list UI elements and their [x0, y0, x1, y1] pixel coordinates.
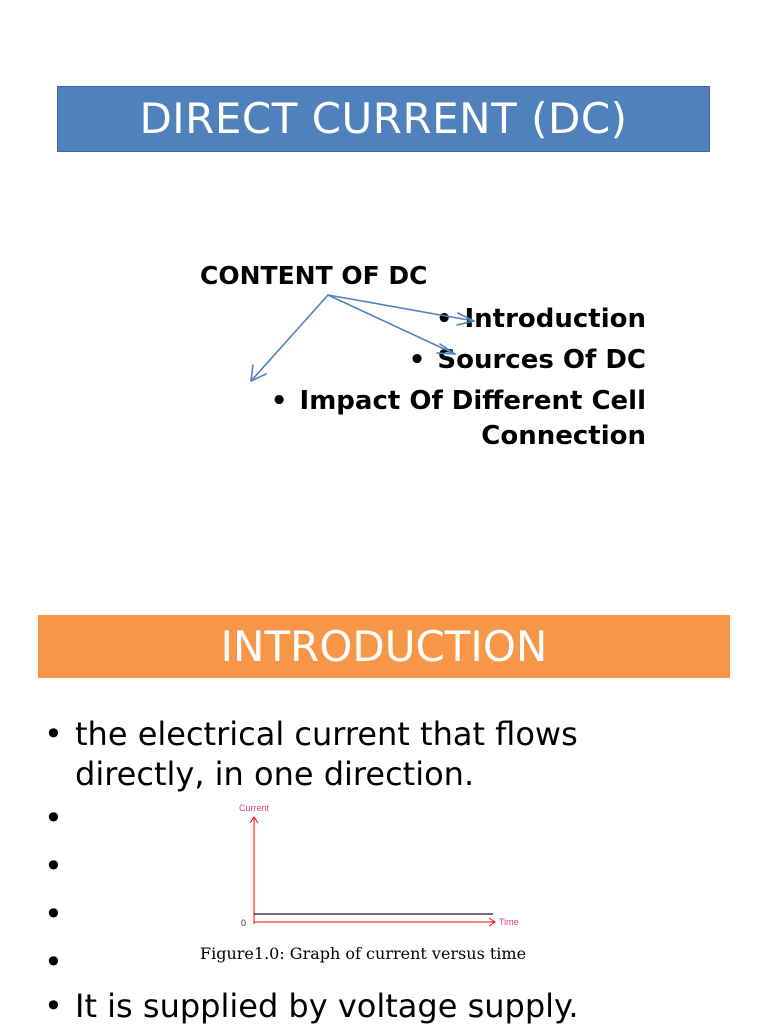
content-heading: CONTENT OF DC: [200, 261, 428, 290]
content-item-introduction: • Introduction: [200, 302, 646, 337]
bullet-text: It is supplied by voltage supply.: [75, 987, 579, 1024]
content-item-label: Sources Of DC: [437, 345, 646, 375]
introduction-banner: INTRODUCTION: [38, 615, 730, 678]
graph-y-label: Current: [239, 803, 270, 813]
figure-caption: Figure1.0: Graph of current versus time: [200, 944, 527, 963]
bullet: •: [44, 847, 63, 885]
introduction-heading: INTRODUCTION: [220, 621, 548, 671]
bullet: •: [44, 799, 63, 837]
bullet: •: [435, 304, 453, 334]
bullet-item: •: [44, 842, 744, 890]
bullet-item: • the electrical current that flows direc…: [44, 714, 675, 794]
bullet-item: • It is supplied by voltage supply.: [44, 986, 744, 1024]
slide-title: DIRECT CURRENT (DC): [139, 94, 628, 143]
content-item-impact: • Impact Of Different Cell Connection: [200, 384, 646, 454]
bullet: •: [270, 386, 288, 416]
title-banner: DIRECT CURRENT (DC): [57, 86, 710, 152]
bullet: •: [44, 987, 63, 1024]
bullet: •: [44, 895, 63, 933]
graph-x-axis-arrowhead: [488, 917, 496, 927]
bullet-text: the electrical current that flows direct…: [75, 715, 578, 793]
content-list: • Introduction • Sources Of DC • Impact Of …: [200, 302, 646, 460]
current-time-graph: Current 0 Time: [239, 803, 519, 928]
content-item-label: Impact Of Different Cell Connection: [299, 386, 646, 451]
bullet: •: [408, 345, 426, 375]
content-item-label: Introduction: [464, 304, 646, 334]
introduction-bullets: • the electrical current that flows direc…: [44, 714, 744, 1024]
content-item-sources: • Sources Of DC: [200, 343, 646, 378]
graph-y-axis-arrowhead: [249, 816, 259, 824]
graph-origin-label: 0: [241, 918, 246, 928]
bullet-item: •: [44, 890, 744, 938]
bullet-item: •: [44, 938, 744, 986]
bullet: •: [44, 715, 63, 753]
graph-x-label: Time: [499, 917, 519, 927]
bullet-item: •: [44, 794, 744, 842]
bullet: •: [44, 943, 63, 981]
